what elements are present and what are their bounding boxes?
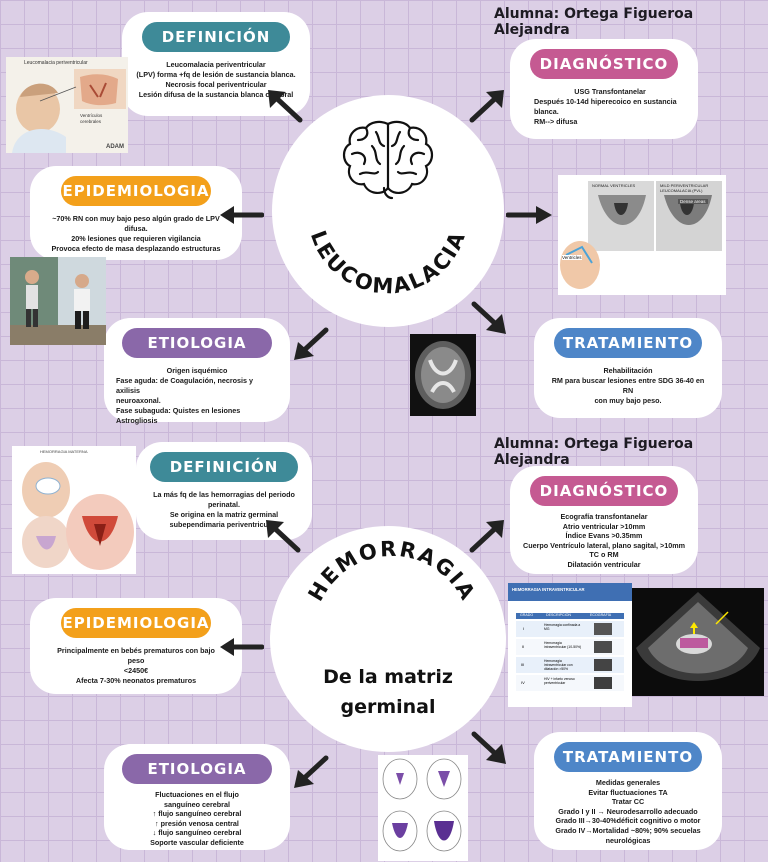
svg-text:HEMORRAGIA: HEMORRAGIA bbox=[304, 537, 481, 605]
illustration-mri-scan bbox=[415, 341, 471, 409]
title-hemorragia: HEMORRAGIA bbox=[304, 537, 481, 605]
label-tratamiento-bottom: TRATAMIENTO bbox=[554, 742, 702, 772]
text-diagnostico-bottom: Ecografía transfontanelar Atrio ventricu… bbox=[523, 512, 685, 569]
author-bottom: Alumna: Ortega Figueroa Alejandra bbox=[494, 436, 694, 468]
table-header-band bbox=[508, 583, 632, 601]
image-hem-grades-table: HEMORRAGIA INTRAVENTRICULAR GRADO DESCRI… bbox=[508, 583, 632, 707]
illustration-ventricles-compare bbox=[560, 181, 722, 289]
arrow-epidemiologia-top bbox=[220, 206, 264, 224]
arrow-diagnostico-img-top bbox=[506, 206, 552, 224]
col-grado: GRADO bbox=[520, 613, 534, 617]
label-hem-title: HEMORRAGIA INTRAVENTRICULAR bbox=[512, 587, 585, 592]
table-col-header-row: GRADO DESCRIPCIÓN ECOGRAFÍA bbox=[516, 613, 624, 619]
label-ventriculos: Ventrículos cerebrales bbox=[80, 113, 103, 124]
label-definicion-bottom: DEFINICIÓN bbox=[150, 452, 298, 482]
central-circle-bottom bbox=[270, 526, 506, 752]
label-etiologia-top: ETIOLOGIA bbox=[122, 328, 272, 358]
label-definicion-top: DEFINICIÓN bbox=[142, 22, 290, 52]
card-tratamiento-top: TRATAMIENTO Rehabilitación RM para busca… bbox=[534, 318, 722, 418]
title-leucomalacia: LEUCOMALACIA bbox=[306, 227, 471, 298]
illustration-ultrasound-scan bbox=[636, 592, 760, 681]
label-diagnostico-bottom: DIAGNÓSTICO bbox=[530, 476, 678, 506]
image-lpv-baby: Leucomalacia periventricular Ventrículos… bbox=[6, 57, 128, 153]
text-definicion-bottom: La más fq de las hemorragias del periodo… bbox=[153, 490, 295, 529]
author-top: Alumna: Ortega Figueroa Alejandra bbox=[494, 6, 694, 38]
label-normal-ventricles: NORMAL VENTRICLES bbox=[592, 183, 636, 188]
card-diagnostico-bottom: DIAGNÓSTICO Ecografía transfontanelar At… bbox=[510, 466, 698, 574]
text-etiologia-bottom: Fluctuaciones en el flujo sanguíneo cere… bbox=[150, 790, 244, 847]
col-ecografia: ECOGRAFÍA bbox=[590, 613, 612, 617]
text-etiologia-top: Origen isquémico Fase aguda: de Coagulac… bbox=[116, 366, 254, 425]
image-child-walking bbox=[10, 257, 106, 345]
illustration-brain-section bbox=[22, 462, 134, 570]
table-row: IV HIV + infarto venoso periventricular bbox=[516, 675, 624, 691]
illustration-child-photo bbox=[10, 257, 106, 345]
image-hemorrhage-brain: HEMORRAGIA MATERNA bbox=[12, 446, 136, 574]
text-definicion-top: Leucomalacia periventricular (LPV) forma… bbox=[136, 60, 296, 99]
brain-icon bbox=[342, 120, 434, 200]
svg-text:LEUCOMALACIA: LEUCOMALACIA bbox=[306, 227, 471, 298]
image-mri-top bbox=[410, 334, 476, 416]
card-definicion-bottom: DEFINICIÓN La más fq de las hemorragias … bbox=[136, 442, 312, 540]
text-epidemiologia-bottom: Principalmente en bebés prematuros con b… bbox=[57, 646, 215, 685]
label-epidemiologia-bottom: EPIDEMIOLOGIA bbox=[61, 608, 211, 638]
text-tratamiento-bottom: Medidas generales Evitar fluctuaciones T… bbox=[555, 778, 701, 845]
text-epidemiologia-top: ~70% RN con muy bajo peso algún grado de… bbox=[51, 214, 221, 253]
card-diagnostico-top: DIAGNÓSTICO USG Transfontanelar Después … bbox=[510, 39, 698, 139]
text-diagnostico-top: USG Transfontanelar Después 10-14d hiper… bbox=[534, 87, 677, 126]
text-tratamiento-top: Rehabilitación RM para buscar lesiones e… bbox=[551, 366, 705, 405]
card-etiologia-bottom: ETIOLOGIA Fluctuaciones en el flujo sang… bbox=[104, 744, 290, 850]
col-descripcion: DESCRIPCIÓN bbox=[546, 613, 571, 617]
arrow-tratamiento-top bbox=[471, 301, 506, 334]
label-ventricles: Ventricles bbox=[562, 255, 582, 260]
table-row: III Hemorragia intraventricular con dila… bbox=[516, 657, 624, 673]
arrow-diagnostico-bottom bbox=[469, 520, 504, 553]
arrow-etiologia-bottom bbox=[294, 755, 329, 788]
card-tratamiento-bottom: TRATAMIENTO Medidas generales Evitar flu… bbox=[534, 732, 722, 850]
label-mild-pvl: MILD PERIVENTRICULAR LEUCOMALACIA (PVL) bbox=[660, 183, 709, 193]
arrow-epidemiologia-bottom bbox=[220, 638, 264, 656]
label-etiologia-bottom: ETIOLOGIA bbox=[122, 754, 272, 784]
label-hem-left: HEMORRAGIA MATERNA bbox=[40, 449, 88, 454]
label-dense-areas: Dense areas bbox=[678, 199, 708, 204]
image-hem-grades-drawing bbox=[378, 755, 468, 861]
card-epidemiologia-top: EPIDEMIOLOGIA ~70% RN con muy bajo peso … bbox=[30, 166, 242, 260]
subtitle-matriz: De la matriz germinal bbox=[323, 666, 453, 718]
arrow-diagnostico-top bbox=[469, 90, 504, 123]
card-epidemiologia-bottom: EPIDEMIOLOGIA Principalmente en bebés pr… bbox=[30, 598, 242, 694]
table-row: I Hemorragia confinada a MG bbox=[516, 621, 624, 637]
label-diagnostico-top: DIAGNÓSTICO bbox=[530, 49, 678, 79]
table-row: II Hemorragia intraventricular (10-50%) bbox=[516, 639, 624, 655]
card-etiologia-top: ETIOLOGIA Origen isquémico Fase aguda: d… bbox=[104, 318, 290, 425]
image-hem-ultrasound bbox=[632, 588, 764, 696]
label-epidemiologia-top: EPIDEMIOLOGIA bbox=[61, 176, 211, 206]
label-adam: ADAM bbox=[106, 144, 124, 150]
arrow-definicion-top bbox=[268, 90, 303, 123]
label-tratamiento-top: TRATAMIENTO bbox=[554, 328, 702, 358]
arrow-etiologia-top bbox=[294, 327, 329, 360]
illustration-baby-head bbox=[12, 69, 126, 153]
image-pvl-ultrasound: NORMAL VENTRICLES MILD PERIVENTRICULAR L… bbox=[558, 175, 726, 295]
arrow-tratamiento-bottom bbox=[471, 731, 506, 764]
card-definicion-top: DEFINICIÓN Leucomalacia periventricular … bbox=[122, 12, 310, 116]
label-lpv-title: Leucomalacia periventricular bbox=[24, 60, 88, 66]
illustration-grades-brains bbox=[382, 758, 462, 852]
arrow-definicion-bottom bbox=[266, 520, 301, 553]
